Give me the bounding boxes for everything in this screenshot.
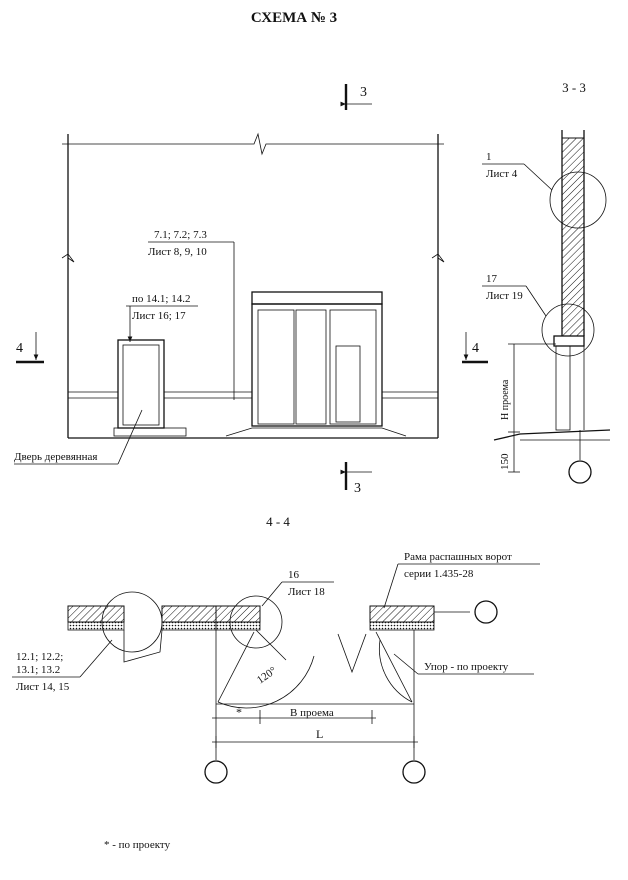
svg-text:В проема: В проема xyxy=(290,707,334,719)
svg-text:17: 17 xyxy=(486,273,498,285)
sheet-title: СХЕМА № 3 xyxy=(251,10,337,26)
svg-text:Лист 19: Лист 19 xyxy=(486,290,523,302)
svg-text:12.1; 12.2;: 12.1; 12.2; xyxy=(16,651,63,663)
svg-text:13.1; 13.2: 13.1; 13.2 xyxy=(16,664,60,676)
plan-4-4: 4 - 4 120° 16 Лист 18 Ра xyxy=(12,514,540,784)
svg-text:Лист 4: Лист 4 xyxy=(486,168,518,180)
svg-text:L: L xyxy=(316,727,323,741)
door-label: Дверь деревянная xyxy=(14,409,143,465)
cut-mark-4-right: 4 xyxy=(462,332,488,364)
svg-text:серии 1.435-28: серии 1.435-28 xyxy=(404,568,474,580)
section-mark-3-bottom: 3 xyxy=(340,462,372,496)
section-3-3: 3 - 3 1 Лист 4 17 Лист 19 Н проема xyxy=(482,80,611,484)
svg-text:3: 3 xyxy=(360,85,367,100)
svg-text:3: 3 xyxy=(354,481,361,496)
svg-text:Дверь деревянная: Дверь деревянная xyxy=(14,451,97,463)
section-3-3-title: 3 - 3 xyxy=(562,80,586,95)
wooden-door xyxy=(113,339,187,437)
svg-text:Н проема: Н проема xyxy=(500,379,511,420)
svg-text:по 14.1; 14.2: по 14.1; 14.2 xyxy=(132,293,190,305)
swing-gate xyxy=(225,291,407,437)
footnote: * - по проекту xyxy=(104,839,171,851)
svg-text:Лист 8, 9, 10: Лист 8, 9, 10 xyxy=(148,246,207,258)
svg-text:Лист 14, 15: Лист 14, 15 xyxy=(16,681,70,693)
svg-text:*: * xyxy=(236,705,242,719)
svg-text:1: 1 xyxy=(486,151,492,163)
cut-mark-4-left: 4 xyxy=(16,332,44,364)
callout-door-sheets: по 14.1; 14.2 Лист 16; 17 xyxy=(126,293,198,342)
callout-gate-sheets: 7.1; 7.2; 7.3 Лист 8, 9, 10 xyxy=(148,229,235,400)
svg-text:Рама распашных ворот: Рама распашных ворот xyxy=(404,551,512,563)
svg-text:Лист 16; 17: Лист 16; 17 xyxy=(132,310,186,322)
svg-text:120°: 120° xyxy=(255,665,279,687)
svg-text:150: 150 xyxy=(499,453,511,470)
svg-text:7.1; 7.2; 7.3: 7.1; 7.2; 7.3 xyxy=(154,229,207,241)
plan-4-4-title: 4 - 4 xyxy=(266,514,290,529)
svg-text:Упор - по проекту: Упор - по проекту xyxy=(424,661,509,673)
elevation-view: 3 3 4 4 7.1; 7.2; 7.3 Лист 8, 9, 10 xyxy=(14,84,488,496)
svg-text:4: 4 xyxy=(16,341,23,356)
section-mark-3-top: 3 xyxy=(340,84,372,110)
svg-text:4: 4 xyxy=(472,341,479,356)
svg-text:16: 16 xyxy=(288,569,300,581)
svg-text:Лист 18: Лист 18 xyxy=(288,586,325,598)
